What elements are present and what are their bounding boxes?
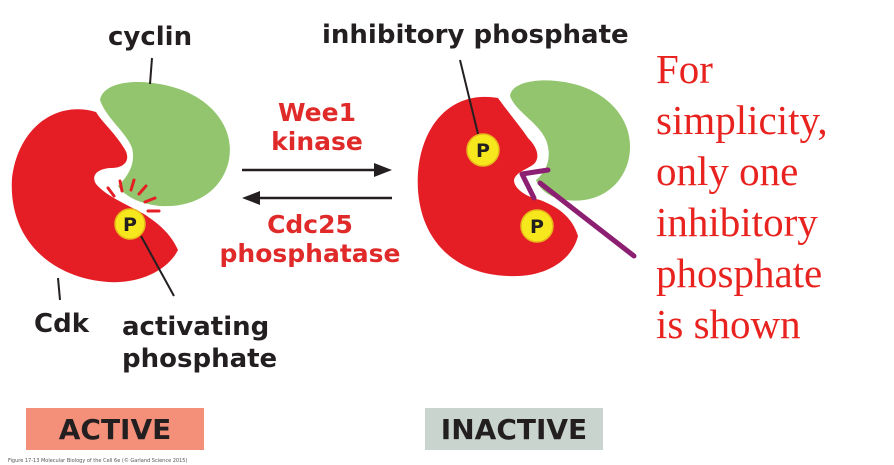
activating-phosphate-pointer [140,235,175,297]
cyclin-shape-inactive [510,80,631,201]
active-state-box: ACTIVE [26,408,204,450]
second-phosphate-letter: P [530,216,544,238]
note-line-5: phosphate [656,250,823,296]
second-phosphate-circle [520,209,554,243]
cdk-shape-active [11,109,179,283]
cyclin-pointer [149,57,153,85]
inhibitory-phosphate-pointer [459,59,479,135]
activating-phosphate-label: activating phosphate [122,311,277,375]
note-line-2: simplicity, [656,97,828,143]
figure-caption: Figure 17-13 Molecular Biology of the Ce… [8,458,188,464]
inhibitory-phosphate-letter: P [476,140,490,162]
note-line-4: inhibitory [656,199,818,245]
cyclin-label: cyclin [108,22,193,52]
cdc25-phosphatase-label: Cdc25 phosphatase [212,212,408,266]
note-line-3: only one [656,148,799,194]
forward-arrow [242,163,392,177]
inactive-label: INACTIVE [440,412,588,446]
annotation-arrow [519,167,637,259]
cdk-pointer [57,277,61,301]
active-label: ACTIVE [58,412,172,446]
cdk-label: Cdk [34,309,89,339]
phosphatase-label: phosphatase [219,239,401,268]
inactive-state-box: INACTIVE [425,408,603,450]
cdc25-label: Cdc25 [267,210,353,239]
wee1-kinase-label: Wee1 kinase [262,100,372,154]
simplicity-note: For simplicity, only one inhibitory phos… [656,44,886,350]
activation-spikes [106,178,161,213]
kinase-label: kinase [271,127,363,156]
wee1-label: Wee1 [278,98,356,127]
phosphate-line: phosphate [122,344,278,374]
activating-line: activating [122,312,270,342]
activating-phosphate-letter: P [123,214,137,236]
reverse-arrow [242,191,392,205]
cyclin-shape-active [100,81,230,207]
note-line-1: For [656,46,713,92]
activating-phosphate-circle [114,208,146,240]
inhibitory-phosphate-label: inhibitory phosphate [322,20,629,50]
inhibitory-phosphate-circle [466,133,500,167]
note-line-6: is shown [656,301,801,347]
